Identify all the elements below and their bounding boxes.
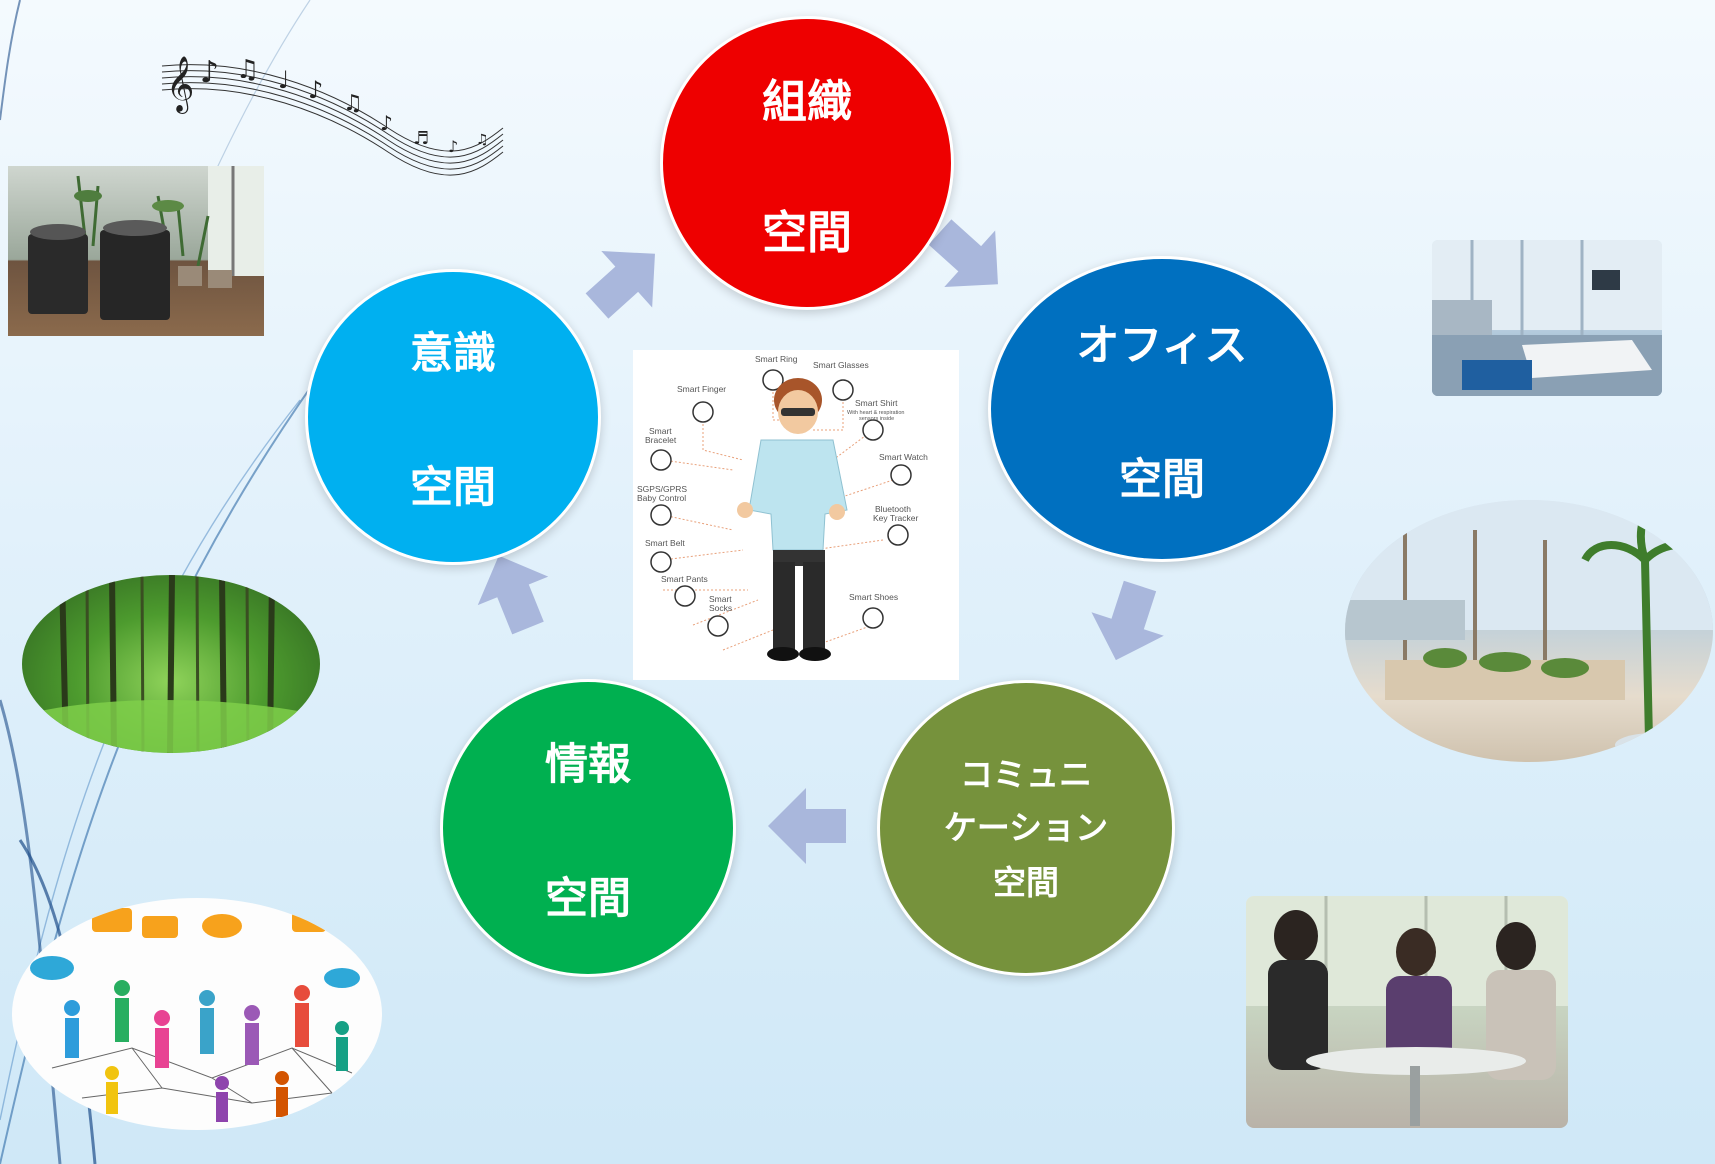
node-label-line: 意識 [410, 329, 496, 379]
label-sgps-2: Baby Control [637, 493, 686, 503]
label-smart-shirt: Smart Shirt [855, 398, 898, 408]
forest-photo [22, 575, 320, 753]
label-smart-bracelet-2: Bracelet [645, 435, 677, 445]
node-label-line: 空間 [545, 874, 631, 924]
node-consciousness-space: 意識 空間 [305, 269, 601, 565]
meeting-room-photo [1432, 240, 1662, 396]
label-smart-glasses: Smart Glasses [813, 360, 869, 370]
node-label-line: 空間 [993, 862, 1059, 902]
music-notes-icon: 𝄞 ♪ ♫ ♩ ♪ ♫ ♪ ♬ ♪ ♫ [161, 55, 504, 176]
node-label-line: ケーション [943, 807, 1109, 847]
label-smart-pants: Smart Pants [661, 574, 708, 584]
node-label-line: 空間 [1119, 455, 1205, 505]
node-label-line: 情報 [545, 740, 631, 790]
label-smart-bracelet-1: Smart [649, 426, 672, 436]
svg-text:♪: ♪ [448, 137, 458, 156]
label-smart-watch: Smart Watch [879, 452, 928, 462]
node-label-line: 組織 [761, 75, 852, 128]
people-network-illustration [12, 898, 382, 1130]
label-smart-shirt-sub1: With heart & respiration [847, 410, 904, 416]
label-smart-shoes: Smart Shoes [849, 592, 898, 602]
label-bluetooth-2: Key Tracker [873, 513, 919, 523]
label-smart-belt: Smart Belt [645, 538, 685, 548]
svg-text:𝄞: 𝄞 [166, 56, 194, 114]
svg-text:♫: ♫ [476, 132, 489, 148]
svg-text:♪: ♪ [380, 111, 393, 135]
wearable-devices-infographic: Smart Ring Smart Glasses Smart Finger Sm… [633, 350, 959, 680]
svg-text:♪: ♪ [200, 55, 219, 90]
label-smart-socks-2: Socks [709, 603, 732, 613]
node-office-space: オフィス 空間 [988, 256, 1336, 562]
office-lounge-photo [1345, 500, 1713, 762]
label-smart-ring: Smart Ring [755, 354, 798, 364]
node-communication-space: コミュニ ケーション 空間 [877, 680, 1175, 976]
label-bluetooth-1: Bluetooth [875, 504, 911, 514]
label-smart-socks-1: Smart [709, 594, 732, 604]
svg-text:♩: ♩ [278, 66, 289, 94]
svg-text:♬: ♬ [413, 128, 429, 149]
node-label-line: 空間 [410, 463, 496, 513]
node-label-line: オフィス [1076, 321, 1248, 371]
svg-text:♫: ♫ [343, 91, 363, 116]
node-label-line: コミュニ [960, 754, 1092, 794]
label-smart-finger: Smart Finger [677, 384, 726, 394]
speakers-plants-photo [8, 166, 264, 336]
svg-text:♫: ♫ [236, 55, 259, 85]
svg-text:♪: ♪ [308, 76, 323, 104]
label-sgps-1: SGPS/GPRS [637, 484, 687, 494]
node-organization-space: 組織 空間 [660, 16, 954, 310]
conversation-photo [1246, 896, 1568, 1128]
label-smart-shirt-sub2: sensors inside [859, 416, 894, 422]
node-information-space: 情報 空間 [440, 679, 736, 977]
node-label-line: 空間 [761, 206, 852, 259]
